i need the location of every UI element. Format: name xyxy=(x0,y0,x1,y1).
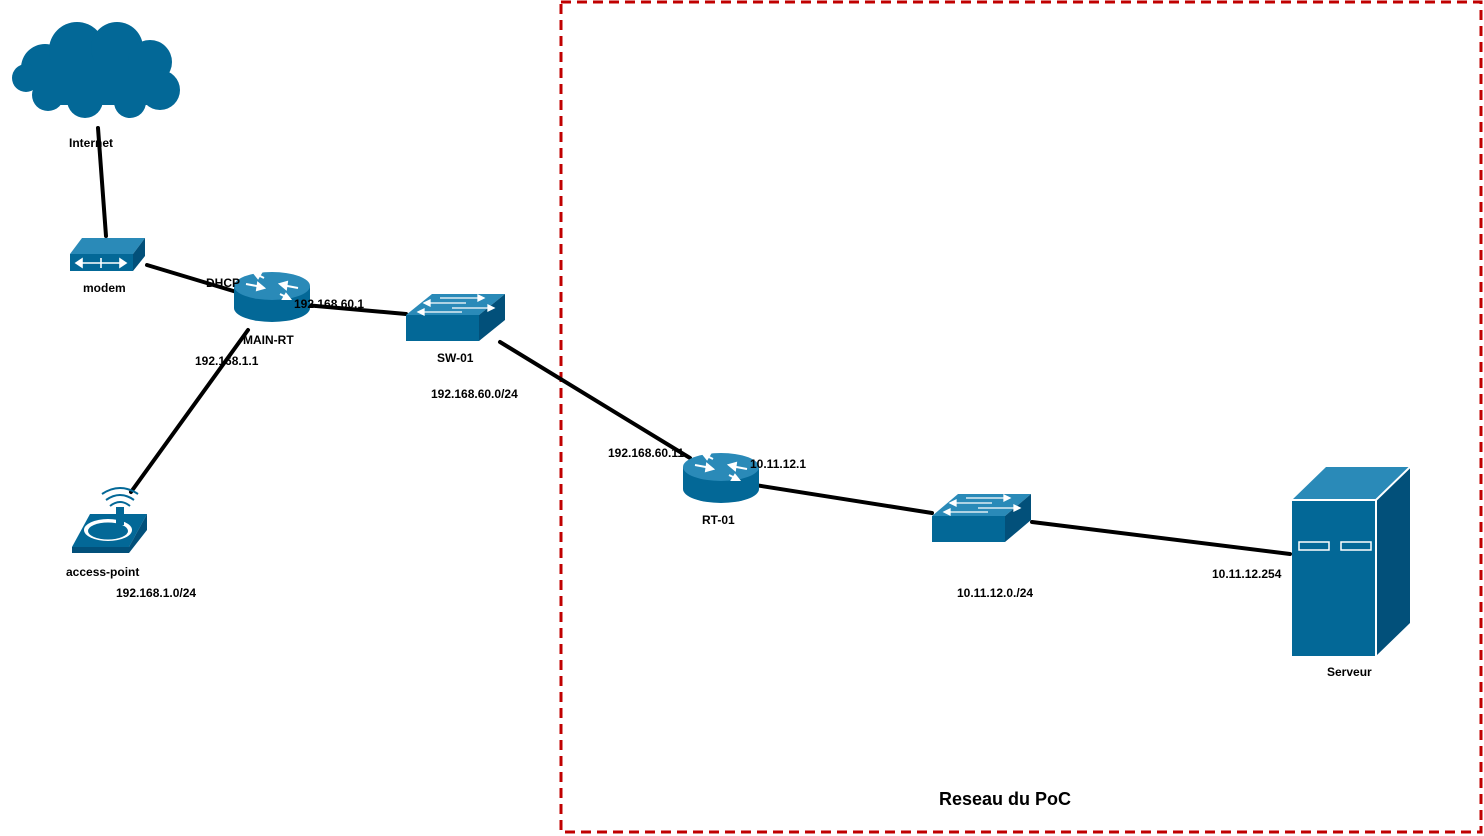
dhcp-label: DHCP xyxy=(206,276,241,290)
server-tower-icon xyxy=(1292,466,1411,656)
rt01-label: RT-01 xyxy=(702,513,735,527)
main-rt-lan-ip: 192.168.1.1 xyxy=(195,354,259,368)
router-icon xyxy=(683,453,759,503)
internet-label: Internet xyxy=(69,136,114,150)
link-rt01-poc-switch xyxy=(753,483,934,515)
poc-zone-border xyxy=(559,0,1483,834)
lan-subnet: 192.168.1.0/24 xyxy=(116,586,197,600)
modem-icon xyxy=(70,238,145,271)
link-modem-main-rt xyxy=(145,263,242,295)
modem-label: modem xyxy=(83,281,126,295)
link-internet-modem xyxy=(96,126,108,238)
access-point-label: access-point xyxy=(66,565,140,579)
link-main-rt-sw01 xyxy=(303,303,408,316)
sw01-subnet: 192.168.60.0/24 xyxy=(431,387,518,401)
poc-subnet: 10.11.12.0./24 xyxy=(957,586,1034,600)
link-main-rt-access-point xyxy=(129,328,250,494)
router-icon xyxy=(234,272,310,322)
main-rt-label: MAIN-RT xyxy=(243,333,294,347)
switch-icon xyxy=(406,293,505,341)
link-poc-switch-serveur xyxy=(1030,520,1292,556)
rt01-wan-ip: 192.168.60.11 xyxy=(608,446,685,460)
sw01-label: SW-01 xyxy=(437,351,474,365)
cloud-icon xyxy=(12,22,180,118)
switch-icon xyxy=(932,493,1031,542)
link-sw01-rt01 xyxy=(498,340,692,460)
rt01-lan-ip: 10.11.12.1 xyxy=(750,457,807,471)
main-rt-sw01-ip: 192.168.60.1 xyxy=(294,297,365,311)
poc-zone-title: Reseau du PoC xyxy=(939,789,1072,809)
wireless-access-point-icon xyxy=(72,487,147,553)
serveur-ip: 10.11.12.254 xyxy=(1212,567,1282,581)
serveur-label: Serveur xyxy=(1327,665,1372,679)
